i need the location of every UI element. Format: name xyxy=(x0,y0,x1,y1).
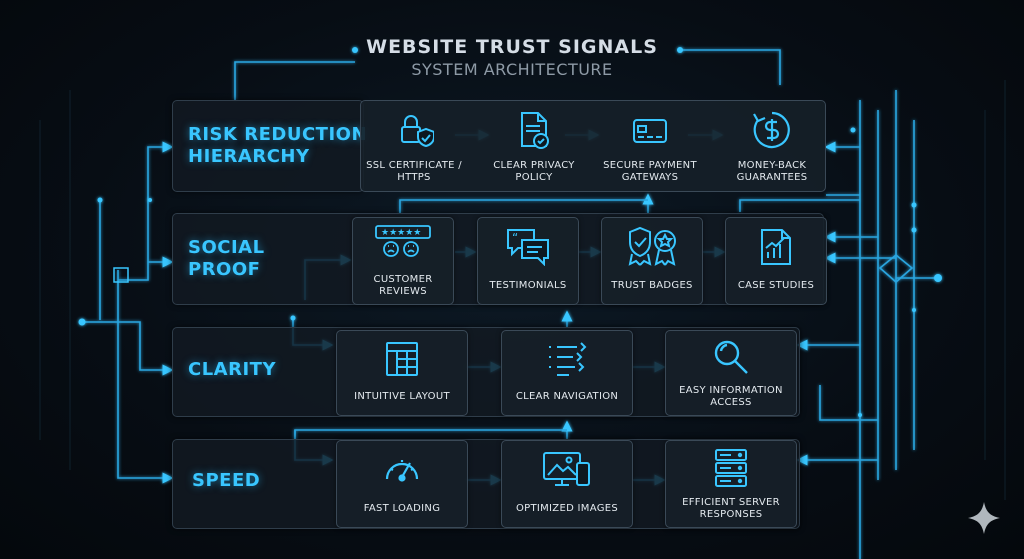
layer-label-line: RISK REDUCTION xyxy=(188,124,368,145)
star-rating-icon: ★★★★★ xyxy=(375,225,431,257)
card-label-line: RESPONSES xyxy=(699,509,763,520)
nav-list-icon xyxy=(549,342,587,376)
layer-label-speed: SPEED xyxy=(192,470,260,492)
card-fast-loading: FAST LOADING xyxy=(336,440,468,528)
badges-icon xyxy=(628,226,676,266)
card-label-line: OPTIMIZED IMAGES xyxy=(515,503,619,514)
card-label-line: CASE STUDIES xyxy=(737,280,815,291)
card-label-line: EASY INFORMATION xyxy=(679,385,783,396)
card-label-line: POLICY xyxy=(515,172,553,183)
card-case-studies: CASE STUDIES xyxy=(725,217,827,305)
card-ssl-certificate: SSL CERTIFICATE / HTTPS xyxy=(366,106,462,184)
card-label-line: TRUST BADGES xyxy=(611,280,693,291)
layer-label-social-proof: SOCIAL PROOF xyxy=(188,237,265,281)
credit-card-icon xyxy=(633,119,667,143)
refund-cycle-icon xyxy=(753,111,790,149)
layer-label-line: CLARITY xyxy=(188,359,276,380)
document-check-icon xyxy=(521,112,549,149)
card-privacy-policy: CLEAR PRIVACY POLICY xyxy=(484,106,584,184)
svg-text:“: “ xyxy=(512,231,518,245)
card-label-line: FAST LOADING xyxy=(363,503,441,514)
layer-label-line: SOCIAL xyxy=(188,237,265,258)
speedometer-icon xyxy=(385,460,419,482)
card-label-line: GATEWAYS xyxy=(621,172,679,183)
card-customer-reviews: ★★★★★ CUSTOMER REVIEWS xyxy=(352,217,454,305)
card-label-line: REVIEWS xyxy=(379,286,427,297)
card-label-line: SECURE PAYMENT xyxy=(603,160,697,171)
layout-grid-icon xyxy=(386,342,418,376)
layer-label-clarity: CLARITY xyxy=(188,359,276,381)
card-label-line: ACCESS xyxy=(710,397,752,408)
risk-reduction-items-panel xyxy=(360,100,826,192)
card-efficient-server: EFFICIENT SERVER RESPONSES xyxy=(665,440,797,528)
diagram-subtitle: SYSTEM ARCHITECTURE xyxy=(411,60,613,79)
report-chart-icon xyxy=(761,229,791,265)
diagram-title: WEBSITE TRUST SIGNALS xyxy=(366,36,658,58)
card-easy-information-access: EASY INFORMATION ACCESS xyxy=(665,330,797,416)
layer-label-risk-reduction: RISK REDUCTION HIERARCHY xyxy=(188,124,367,168)
magnifier-icon xyxy=(714,340,748,374)
card-money-back: MONEY-BACK GUARANTEES xyxy=(722,106,822,184)
layer-label-line: HIERARCHY xyxy=(188,146,310,167)
svg-text:★★★★★: ★★★★★ xyxy=(381,228,421,238)
card-label-line: MONEY-BACK xyxy=(737,160,807,171)
server-stack-icon xyxy=(715,449,747,487)
card-testimonials: “ TESTIMONIALS xyxy=(477,217,579,305)
card-clear-navigation: CLEAR NAVIGATION xyxy=(501,330,633,416)
layer-label-line: SPEED xyxy=(192,470,261,491)
lock-shield-icon xyxy=(401,115,434,148)
card-label-line: SSL CERTIFICATE / xyxy=(366,160,462,171)
card-trust-badges: TRUST BADGES xyxy=(601,217,703,305)
card-label-line: CLEAR NAVIGATION xyxy=(515,391,619,402)
devices-image-icon xyxy=(543,452,590,486)
card-label-line: GUARANTEES xyxy=(736,172,808,183)
card-label-line: CUSTOMER xyxy=(373,274,433,285)
sparkle-icon xyxy=(968,502,1000,534)
card-label-line: CLEAR PRIVACY xyxy=(493,160,575,171)
layer-label-line: PROOF xyxy=(188,259,261,280)
card-secure-payment: SECURE PAYMENT GATEWAYS xyxy=(594,106,706,184)
card-label-line: EFFICIENT SERVER xyxy=(682,497,780,508)
card-label-line: TESTIMONIALS xyxy=(489,280,567,291)
chat-bubbles-icon: “ xyxy=(507,229,549,266)
card-label-line: INTUITIVE LAYOUT xyxy=(354,391,450,402)
layer-risk-reduction xyxy=(172,100,364,192)
card-optimized-images: OPTIMIZED IMAGES xyxy=(501,440,633,528)
card-label-line: HTTPS xyxy=(397,172,431,183)
card-intuitive-layout: INTUITIVE LAYOUT xyxy=(336,330,468,416)
